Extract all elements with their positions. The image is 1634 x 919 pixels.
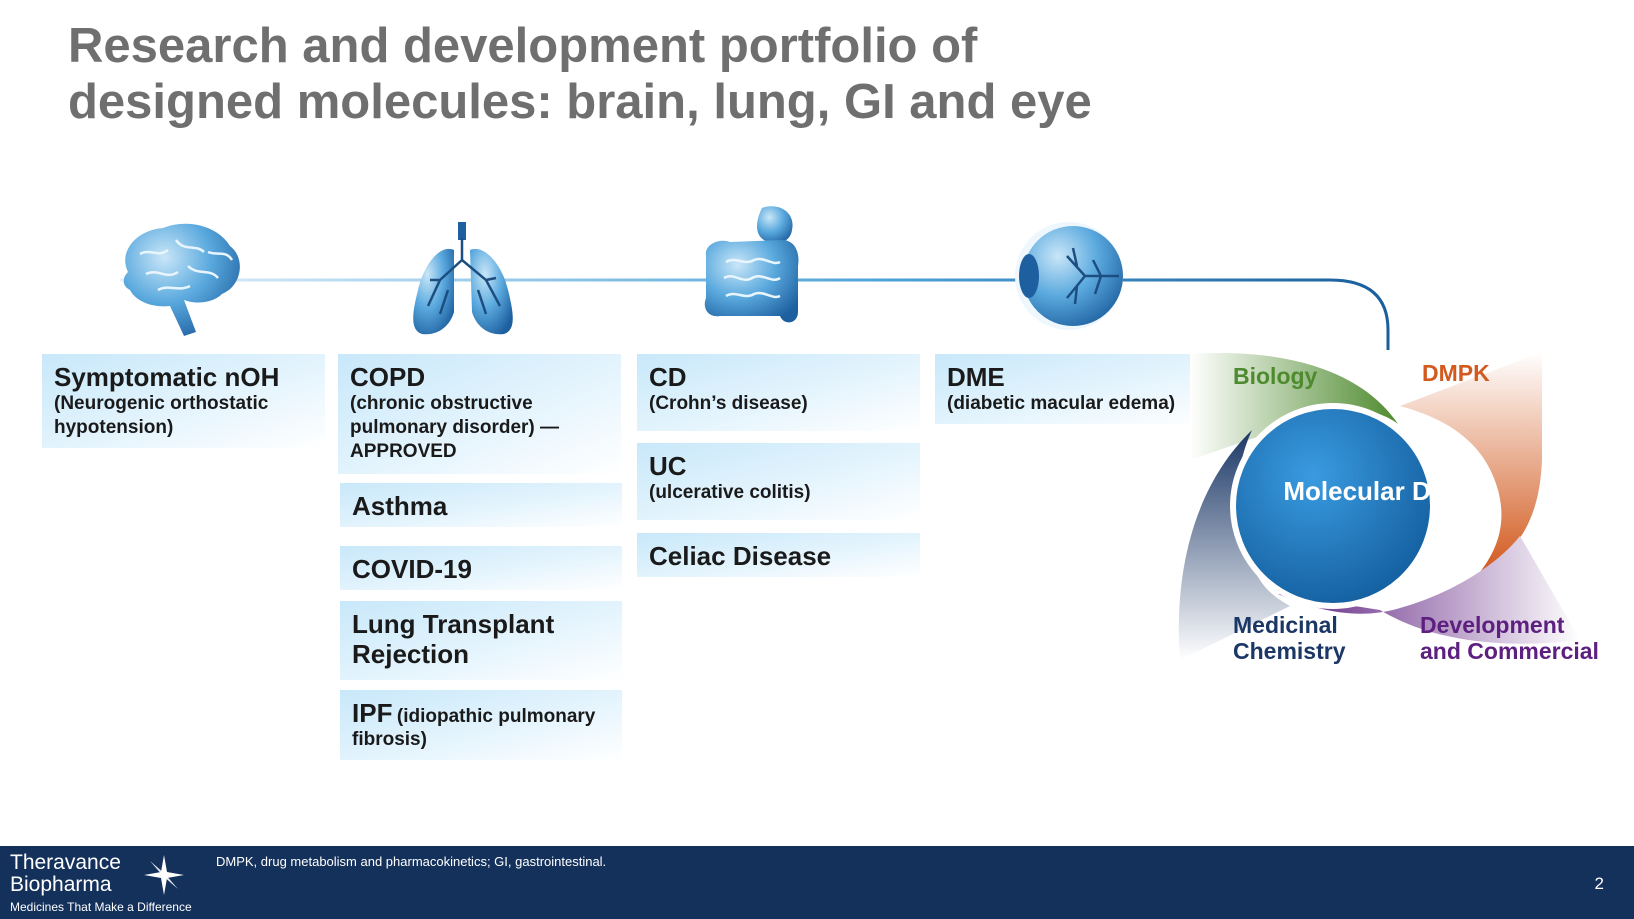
indication-description: (chronic obstructive pulmonary disorder)… bbox=[350, 393, 560, 462]
indication-description: (Crohn’s disease) bbox=[649, 393, 808, 414]
star-logo-icon bbox=[144, 855, 184, 895]
biology-label: Biology bbox=[1233, 363, 1318, 389]
eye-icon bbox=[1015, 222, 1123, 330]
indication-card-copd: COPD (chronic obstructive pulmonary diso… bbox=[338, 354, 621, 474]
footnote: DMPK, drug metabolism and pharmacokineti… bbox=[216, 854, 607, 869]
indication-card-covid-19: COVID-19 bbox=[340, 546, 622, 590]
medicinal-chemistry-label: Medicinal Chemistry bbox=[1233, 612, 1346, 664]
development-segment bbox=[1278, 536, 1580, 644]
logo-line-1: Theravance bbox=[10, 851, 121, 874]
indication-card-lung-transplant-rejection: Lung Transplant Rejection bbox=[340, 601, 622, 680]
indication-name: DME bbox=[947, 362, 1005, 392]
indication-name: Celiac Disease bbox=[649, 541, 832, 571]
indication-name: Lung Transplant Rejection bbox=[352, 609, 555, 669]
indication-name: UC bbox=[649, 451, 687, 481]
indication-description: (ulcerative colitis) bbox=[649, 482, 811, 503]
page-number: 2 bbox=[1594, 874, 1604, 893]
indication-description: (Neurogenic orthostatic hypotension) bbox=[54, 393, 269, 438]
molecular-design-label: Molecular Design bbox=[1283, 476, 1499, 506]
slide-title-line-1: Research and development portfolio of bbox=[68, 19, 978, 73]
molecular-design-cycle bbox=[1178, 352, 1580, 660]
indication-name: CD bbox=[649, 362, 687, 392]
indication-name: IPF bbox=[352, 698, 393, 728]
brain-icon bbox=[123, 223, 240, 336]
development-commercial-label: Development and Commercial bbox=[1420, 612, 1599, 664]
indication-name: COPD bbox=[350, 362, 426, 392]
indication-card-uc: UC (ulcerative colitis) bbox=[637, 443, 920, 520]
indication-card-symptomatic-noh: Symptomatic nOH (Neurogenic orthostatic … bbox=[42, 354, 325, 448]
timeline-line bbox=[120, 278, 1390, 350]
biology-segment bbox=[1190, 352, 1398, 460]
indication-name: Asthma bbox=[352, 491, 448, 521]
lungs-icon bbox=[413, 222, 513, 335]
indication-card-cd: CD (Crohn’s disease) bbox=[637, 354, 920, 431]
dmpk-label: DMPK bbox=[1422, 360, 1490, 386]
medicinal-chemistry-segment bbox=[1178, 430, 1290, 660]
logo-tagline: Medicines That Make a Difference bbox=[10, 900, 192, 914]
footer-bar: Theravance Biopharma Medicines That Make… bbox=[0, 846, 1634, 919]
molecular-design-core bbox=[1230, 403, 1436, 609]
organ-timeline bbox=[120, 206, 1390, 350]
indication-card-asthma: Asthma bbox=[340, 483, 622, 527]
dmpk-segment bbox=[1400, 352, 1542, 572]
indication-card-ipf: IPF (idiopathic pulmonary fibrosis) bbox=[340, 690, 622, 760]
gi-tract-icon bbox=[704, 206, 799, 323]
slide-title: Research and development portfolio of de… bbox=[68, 18, 1368, 130]
company-logo: Theravance Biopharma bbox=[10, 852, 121, 896]
indication-description: (diabetic macular edema) bbox=[947, 393, 1176, 414]
indication-card-celiac-disease: Celiac Disease bbox=[637, 533, 920, 577]
indication-card-dme: DME (diabetic macular edema) bbox=[935, 354, 1218, 424]
indication-name: Symptomatic nOH bbox=[54, 362, 280, 392]
slide-title-line-2: designed molecules: brain, lung, GI and … bbox=[68, 75, 1092, 129]
indication-description: (idiopathic pulmonary fibrosis) bbox=[352, 706, 596, 750]
indication-name: COVID-19 bbox=[352, 554, 472, 584]
logo-line-2: Biopharma bbox=[10, 873, 112, 896]
